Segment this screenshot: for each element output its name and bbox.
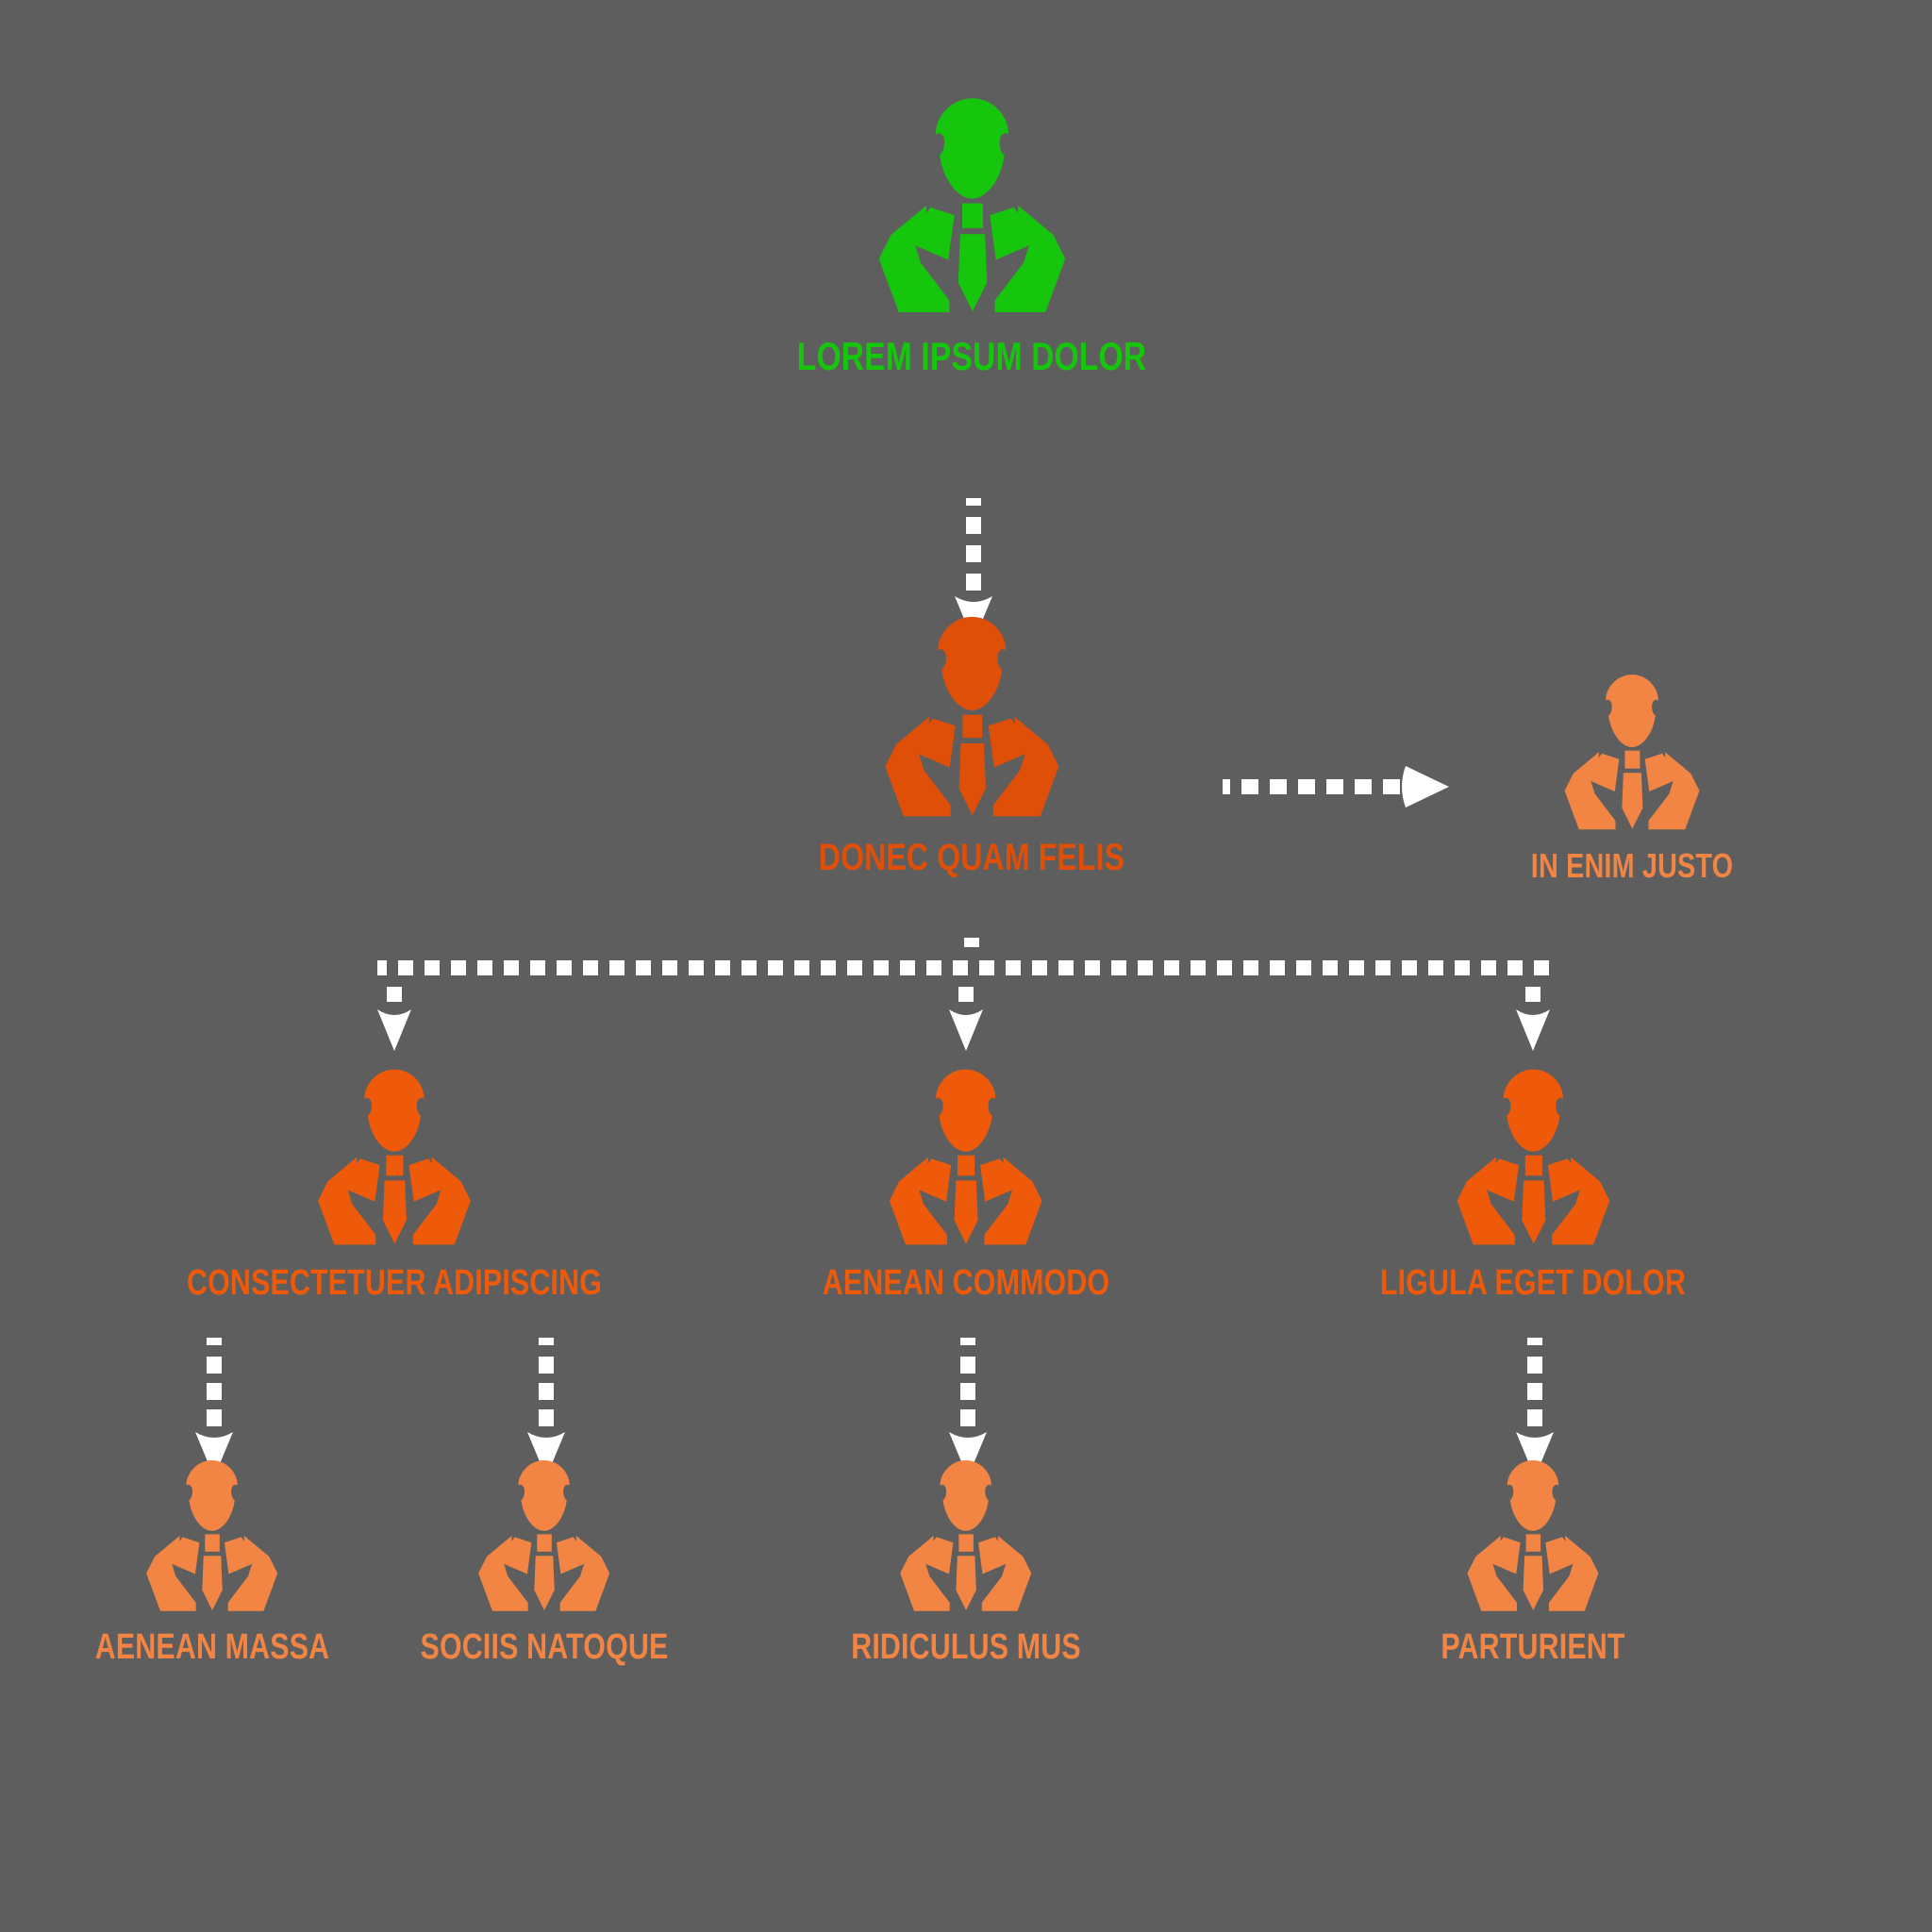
org-node-label: IN ENIM JUSTO	[1530, 846, 1734, 885]
person-business-suit-icon	[1463, 1457, 1603, 1624]
org-node-label: AENEAN MASSA	[94, 1627, 330, 1667]
connector-manager-to-advisor	[1223, 766, 1449, 808]
org-node-label: DONEC QUAM FELIS	[818, 837, 1125, 878]
connector-root-to-manager	[955, 498, 992, 641]
person-business-suit-icon	[1452, 1066, 1614, 1259]
org-node-team-c[interactable]: LIGULA EGET DOLOR	[1341, 1066, 1724, 1304]
org-node-member-1[interactable]: AENEAN MASSA	[66, 1457, 359, 1668]
org-node-label: PARTURIENT	[1441, 1627, 1625, 1667]
connector-manager-to-teams-bus	[377, 938, 1555, 1066]
org-node-label: CONSECTETUER ADIPISCING	[186, 1263, 603, 1303]
connector-team-c-to-member-4	[1516, 1338, 1554, 1477]
person-business-suit-icon	[885, 1066, 1047, 1259]
org-node-label: LOREM IPSUM DOLOR	[796, 334, 1147, 378]
org-node-member-3[interactable]: RIDICULUS MUS	[823, 1457, 1110, 1668]
org-node-label: SOCIIS NATOQUE	[420, 1627, 669, 1667]
org-node-advisor[interactable]: IN ENIM JUSTO	[1506, 672, 1758, 886]
org-node-member-4[interactable]: PARTURIENT	[1418, 1457, 1648, 1668]
person-business-suit-icon	[896, 1457, 1036, 1624]
connector-team-b-to-member-3	[949, 1338, 987, 1477]
person-business-suit-icon	[142, 1457, 282, 1624]
org-node-root[interactable]: LOREM IPSUM DOLOR	[753, 94, 1190, 379]
org-node-team-a[interactable]: CONSECTETUER ADIPISCING	[135, 1066, 654, 1304]
org-node-manager[interactable]: DONEC QUAM FELIS	[780, 613, 1162, 879]
person-business-suit-icon	[475, 1457, 614, 1624]
org-node-label: RIDICULUS MUS	[851, 1627, 1081, 1667]
connector-team-a-to-member-1	[195, 1338, 233, 1477]
org-node-label: AENEAN COMMODO	[822, 1263, 1110, 1303]
person-business-suit-icon	[873, 94, 1071, 330]
person-business-suit-icon	[313, 1066, 475, 1259]
org-node-member-2[interactable]: SOCIIS NATOQUE	[390, 1457, 700, 1668]
connector-team-a-to-member-2	[527, 1338, 565, 1477]
org-node-team-b[interactable]: AENEAN COMMODO	[787, 1066, 1146, 1304]
person-business-suit-icon	[1560, 672, 1704, 842]
org-node-label: LIGULA EGET DOLOR	[1379, 1263, 1687, 1303]
person-business-suit-icon	[879, 613, 1064, 833]
